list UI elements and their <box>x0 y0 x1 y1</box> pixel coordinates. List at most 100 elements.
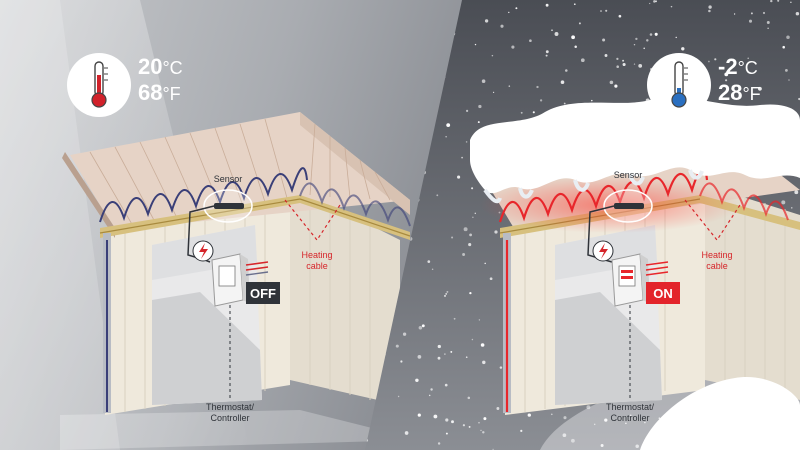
snowflake <box>571 35 575 40</box>
snowflake <box>714 58 717 61</box>
snowflake <box>593 423 596 426</box>
snowflake <box>465 109 469 113</box>
snowflake <box>469 233 472 237</box>
sun-ray-2 <box>0 0 120 450</box>
snowflake <box>431 268 434 270</box>
snowflake <box>457 175 461 179</box>
snowflake <box>733 13 736 15</box>
snowflake <box>618 14 622 18</box>
right-status-text: ON <box>653 286 673 301</box>
snowflake <box>586 405 591 410</box>
snowflake <box>545 50 549 54</box>
snowflake <box>762 11 766 15</box>
snowflake <box>785 69 788 72</box>
snowflake <box>545 3 549 7</box>
thermometer-cold-icon <box>671 92 687 108</box>
snowflake <box>471 187 474 190</box>
snowflake <box>446 290 449 293</box>
heating-cable-roof <box>99 167 308 223</box>
right-cable-label-1: Heating <box>701 250 732 260</box>
snowflake <box>482 431 485 434</box>
ground-snow <box>640 377 800 450</box>
snowflake <box>550 413 553 416</box>
roof-snow <box>470 97 800 194</box>
snowflake <box>463 227 468 232</box>
snowflake <box>580 58 585 63</box>
snowflake <box>468 425 471 428</box>
left-status-badge <box>246 282 280 304</box>
heating-cable-roof-on <box>498 167 709 223</box>
side-wall <box>290 185 400 405</box>
thermometer-icon <box>91 92 107 108</box>
snowflake <box>563 102 566 105</box>
left-thermometer-badge <box>67 53 131 117</box>
snowflake <box>770 0 773 3</box>
snowflake <box>468 243 472 247</box>
left-controller-label-1: Thermostat/ <box>206 402 255 412</box>
right-thermometer-badge <box>647 53 711 117</box>
snowflake <box>421 324 425 328</box>
snowflake <box>444 383 448 387</box>
snowflake <box>491 54 494 57</box>
snowflake <box>545 54 548 57</box>
snowflake <box>782 45 785 49</box>
snowflake <box>515 7 518 10</box>
snowflake <box>436 194 439 197</box>
left-sensor-label: Sensor <box>214 174 243 184</box>
snowflake <box>484 19 489 23</box>
snowflake <box>616 65 619 68</box>
snowflake <box>508 85 511 87</box>
snowflake <box>646 39 649 42</box>
snowflake <box>670 5 673 8</box>
snowflake <box>445 292 448 295</box>
snowflake <box>565 69 568 72</box>
snowflake <box>562 433 567 438</box>
snowflake <box>748 19 753 23</box>
snowflake <box>750 12 753 15</box>
snowflake <box>451 420 454 424</box>
snowflake <box>428 394 431 397</box>
snowflake <box>600 444 604 447</box>
snowflake <box>638 64 643 68</box>
snowflake <box>788 79 790 81</box>
snowflake <box>653 0 656 3</box>
right-controller-label-1: Thermostat/ <box>606 402 655 412</box>
snowflake <box>574 45 577 49</box>
snowflake <box>446 123 451 128</box>
snowflake <box>402 332 407 336</box>
snowflake <box>675 36 677 39</box>
snowflake <box>781 200 786 205</box>
snowflake <box>450 350 453 353</box>
snowflake <box>766 21 770 24</box>
snowflake <box>492 91 495 94</box>
snowflake <box>539 99 543 102</box>
snowflake <box>437 344 441 349</box>
snowflake <box>633 43 636 46</box>
snowflake <box>767 27 769 29</box>
snowflake <box>635 37 638 41</box>
snowflake <box>445 136 447 138</box>
snowflake <box>404 431 409 435</box>
snowflake <box>511 45 515 49</box>
snowflake <box>625 422 627 425</box>
snowflake <box>658 417 661 420</box>
snowflake <box>437 442 441 445</box>
snowflake <box>644 421 646 424</box>
snowflake <box>563 416 567 420</box>
snowflake <box>462 424 465 427</box>
left-house <box>60 112 420 450</box>
snowflake <box>571 438 575 443</box>
snowflake <box>649 33 653 36</box>
snowflake <box>681 47 685 51</box>
snowflake <box>532 111 535 114</box>
snowflake <box>472 216 474 218</box>
snowflake <box>444 353 446 355</box>
snowflake <box>554 32 559 36</box>
snowflake <box>643 47 645 50</box>
snowflake <box>747 57 749 59</box>
snowflake <box>395 344 399 348</box>
snowflake <box>578 22 581 25</box>
snowflake <box>400 360 403 363</box>
